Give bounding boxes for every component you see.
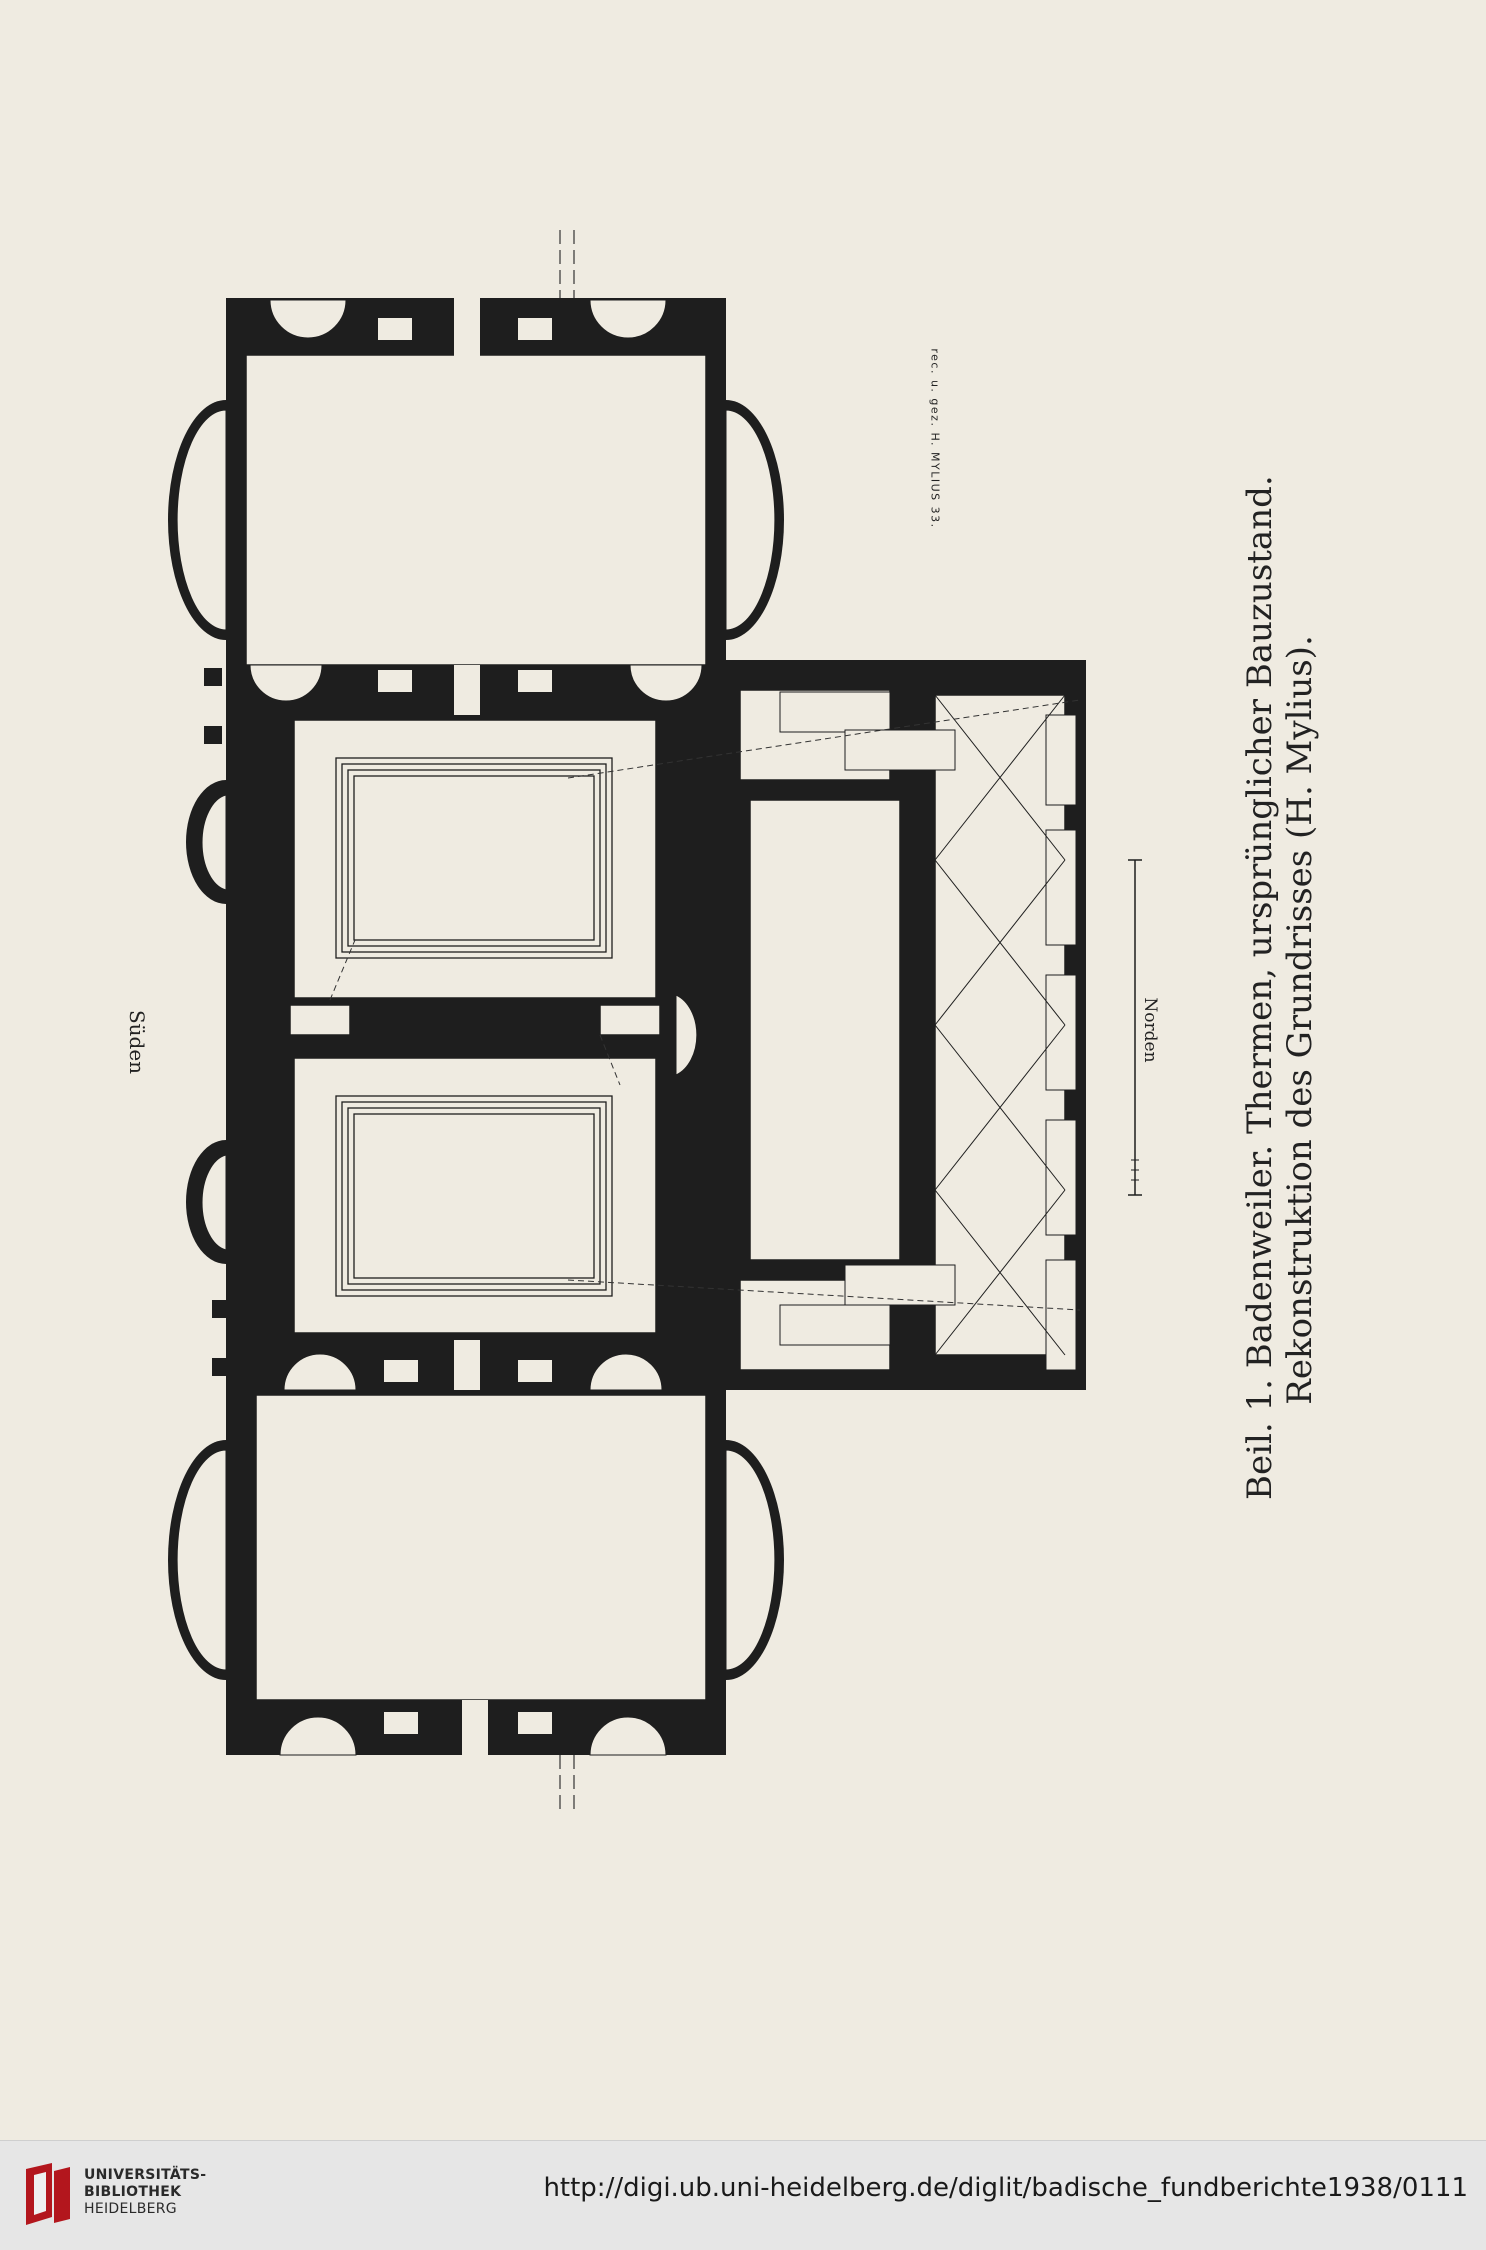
corridor-bracing bbox=[934, 694, 1066, 1356]
south-posts bbox=[204, 668, 230, 1376]
pools bbox=[335, 757, 613, 1297]
library-name-line2: BIBLIOTHEK bbox=[84, 2184, 182, 2200]
north-label: Norden bbox=[1140, 997, 1160, 1063]
draftsman-credit: rec. u. gez. H. MYLIUS 33. bbox=[928, 348, 942, 529]
scanned-page: Süden Norden rec. u. gez. H. MYLIUS 33. … bbox=[125, 230, 1320, 1815]
plate-caption-line2: Rekonstruktion des Grundrisses (H. Myliu… bbox=[1280, 635, 1320, 1405]
library-name: UNIVERSITÄTS- BIBLIOTHEK HEIDELBERG bbox=[84, 2167, 206, 2218]
conduits bbox=[329, 699, 1081, 1311]
library-name-line3: HEIDELBERG bbox=[84, 2201, 177, 2217]
openings bbox=[378, 298, 552, 1755]
floor-plan bbox=[168, 230, 1142, 1815]
niches bbox=[176, 299, 776, 1756]
library-name-line1: UNIVERSITÄTS- bbox=[84, 2167, 207, 2183]
south-label: Süden bbox=[125, 1009, 149, 1075]
permalink-url[interactable]: http://digi.ub.uni-heidelberg.de/diglit/… bbox=[543, 2173, 1468, 2203]
annex-openings bbox=[1045, 714, 1077, 1371]
axis-lines bbox=[559, 230, 575, 1815]
stairs bbox=[779, 691, 956, 1346]
scale-bar bbox=[1128, 859, 1142, 1196]
plate-caption-line1: Beil. 1. Badenweiler. Thermen, ursprüngl… bbox=[1240, 475, 1280, 1500]
library-logo-icon bbox=[26, 2163, 70, 2225]
library-footer: UNIVERSITÄTS- BIBLIOTHEK HEIDELBERG http… bbox=[0, 2140, 1486, 2250]
